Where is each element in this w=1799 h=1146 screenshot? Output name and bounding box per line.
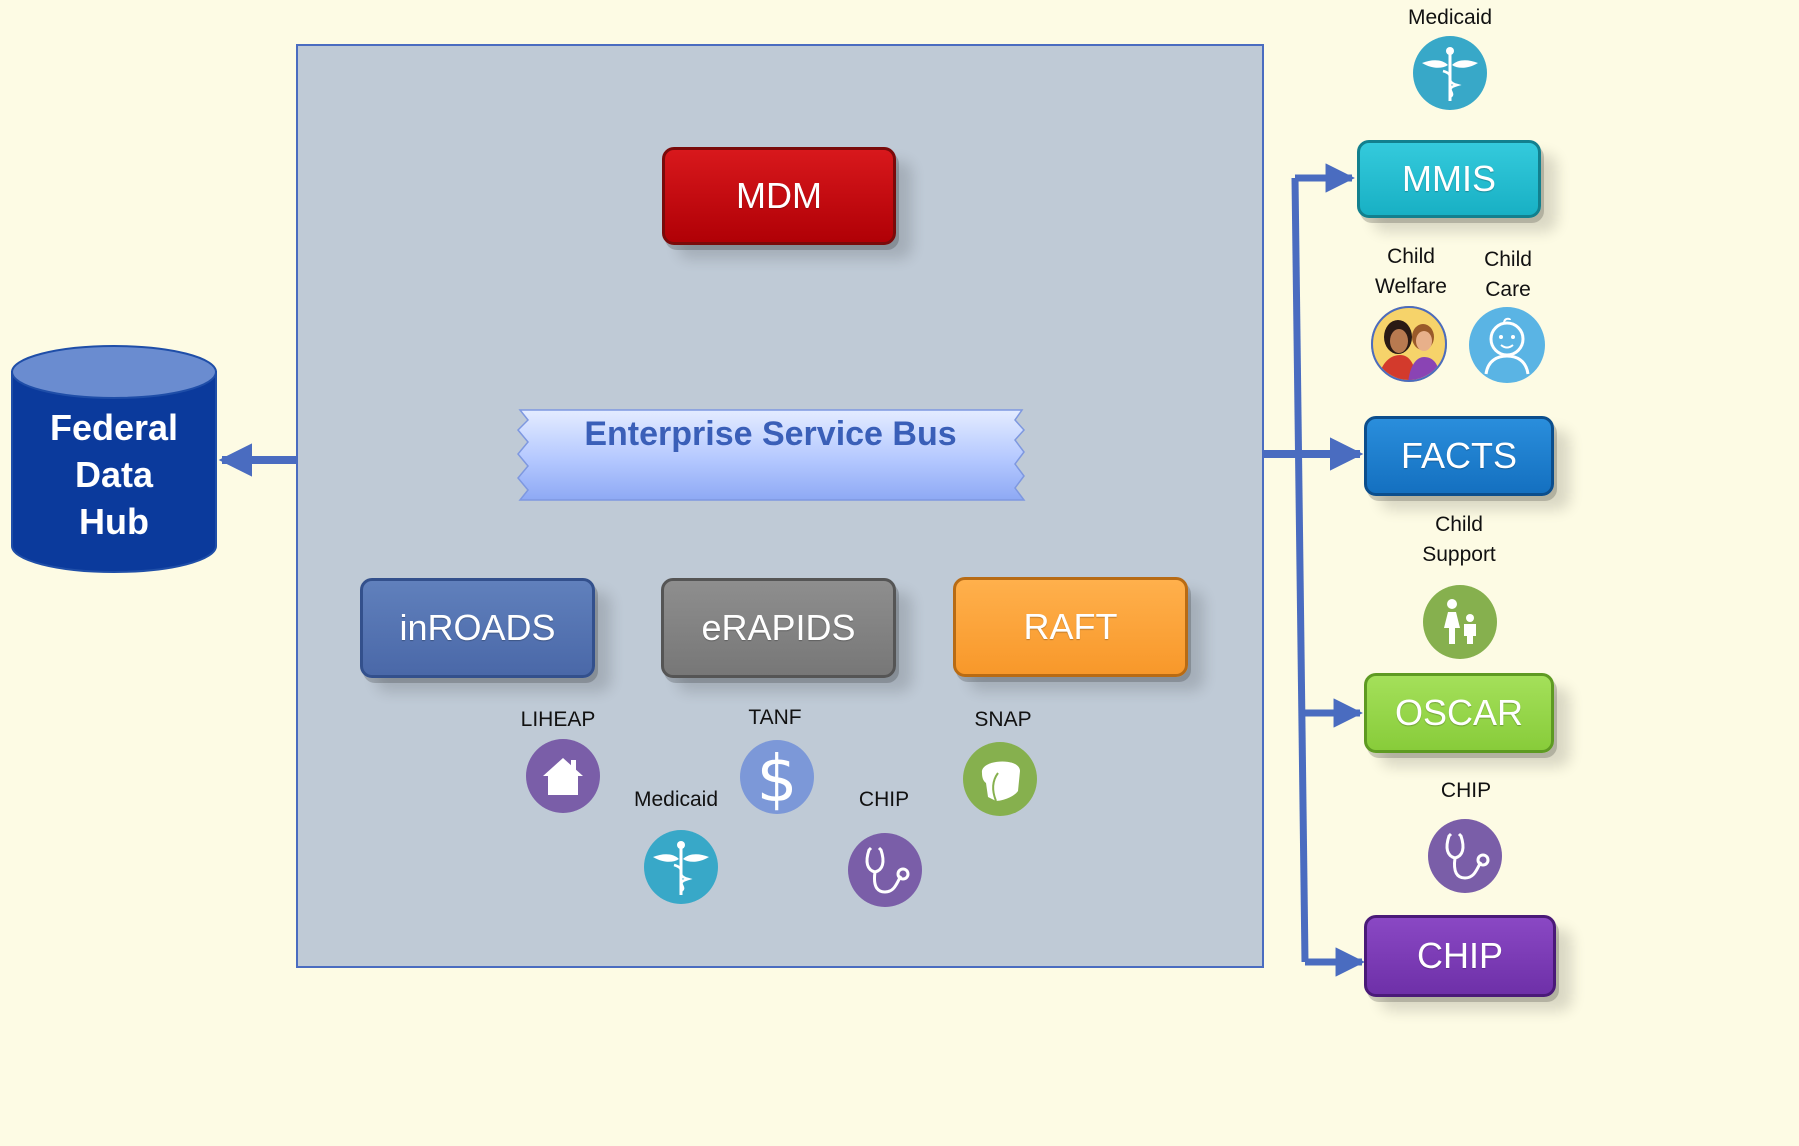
chip-label: CHIP [1416, 935, 1503, 976]
liheap-label: LIHEAP [520, 708, 596, 731]
snap-label: SNAP [974, 708, 1032, 731]
caduceus-icon [1412, 35, 1488, 111]
erapids-label: eRAPIDS [701, 607, 856, 648]
child-care-line-2: Care [1485, 278, 1531, 301]
federal-data-hub-label: Federal Data Hub [12, 404, 216, 545]
mmis-label: MMIS [1402, 158, 1496, 199]
external-trunk-line [1291, 177, 1309, 963]
mdm-label: MDM [736, 175, 822, 216]
chip-inner-label: CHIP [858, 788, 910, 811]
tanf-label: TANF [748, 706, 802, 729]
svg-text:$: $ [757, 743, 798, 815]
medicaid-right-label: Medicaid [1407, 6, 1493, 29]
baby-icon [1468, 306, 1546, 384]
parent-child-icon [1422, 584, 1498, 660]
family-icon [1370, 305, 1448, 383]
child-support-line-1: Child [1435, 513, 1483, 536]
erapids-box: eRAPIDS [661, 578, 896, 678]
dollar-icon: $ [739, 739, 815, 815]
mmis-box: MMIS [1357, 140, 1541, 218]
chip-box: CHIP [1364, 915, 1556, 997]
caduceus-icon [643, 829, 719, 905]
raft-box: RAFT [953, 577, 1188, 677]
child-care-label: Child Care [1464, 245, 1552, 305]
oscar-label: OSCAR [1394, 692, 1524, 733]
bread-icon [962, 741, 1038, 817]
oscar-box: OSCAR [1364, 673, 1554, 753]
hub-label-line-2: Data [74, 454, 154, 495]
hub-label-line-1: Federal [49, 407, 179, 448]
stethoscope-icon [1427, 818, 1503, 894]
child-support-line-2: Support [1422, 543, 1496, 566]
child-care-line-1: Child [1484, 248, 1532, 271]
esb-banner [516, 409, 1026, 501]
federal-data-hub-cylinder [11, 345, 217, 573]
medicaid-inner-label: Medicaid [633, 788, 719, 811]
mdm-box: MDM [662, 147, 896, 245]
child-support-label: Child Support [1404, 510, 1514, 570]
facts-box: FACTS [1364, 416, 1554, 496]
chip-right-label: CHIP [1440, 779, 1492, 802]
facts-label: FACTS [1400, 435, 1517, 476]
house-icon [525, 738, 601, 814]
child-welfare-line-2: Welfare [1375, 275, 1447, 298]
esb-label: Enterprise Service Bus [584, 415, 957, 453]
raft-label: RAFT [1023, 606, 1118, 647]
child-welfare-label: Child Welfare [1356, 242, 1466, 302]
child-welfare-line-1: Child [1387, 245, 1435, 268]
inroads-box: inROADS [360, 578, 595, 678]
inroads-label: inROADS [399, 607, 556, 648]
stethoscope-icon [847, 832, 923, 908]
hub-label-line-3: Hub [79, 501, 149, 542]
